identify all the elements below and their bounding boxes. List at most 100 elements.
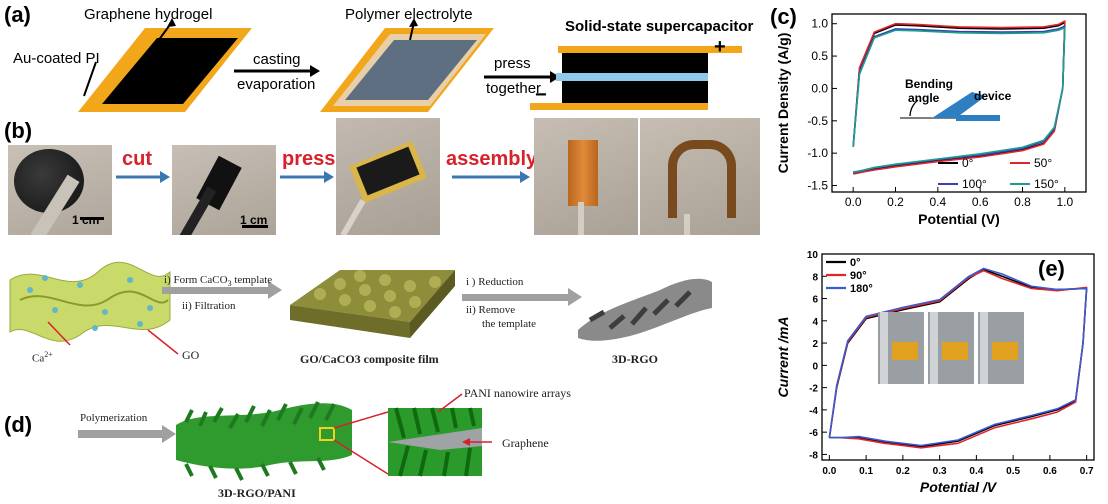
step-remove: ii) Remove — [466, 304, 516, 316]
legend-label: 0° — [962, 156, 974, 170]
x-tick-label: 0.2 — [896, 466, 910, 477]
step-form-template: i) Form CaCO3 template — [164, 274, 273, 289]
x-tick-label: 0.5 — [1006, 466, 1020, 477]
polymerization-label: Polymerization — [80, 412, 148, 424]
graphene-pointer — [149, 21, 173, 53]
top-graphene — [562, 53, 708, 75]
y-tick-label: -4 — [809, 406, 818, 417]
x-tick-label: 0.2 — [887, 195, 904, 209]
pani-nanowire-label: PANI nanowire arrays — [464, 386, 571, 400]
y-tick-label: 8 — [812, 272, 818, 283]
inset-angle-text: angle — [908, 91, 940, 105]
zoom-inset — [388, 407, 482, 477]
together-label: together — [486, 80, 542, 97]
step-filtration: ii) Filtration — [182, 300, 236, 312]
x-tick-label: 0.6 — [1043, 466, 1057, 477]
series-line — [852, 26, 1066, 173]
x-tick-label: 0.0 — [845, 195, 862, 209]
x-tick-label: 0.6 — [972, 195, 989, 209]
y-tick-label: -1.0 — [807, 146, 828, 160]
y-tick-label: 4 — [812, 317, 818, 328]
rgo-pani — [176, 401, 352, 481]
arrow-press-icon — [280, 171, 334, 183]
ca-ion-label: Ca2+ — [32, 350, 53, 365]
x-tick-label: 0.4 — [969, 466, 983, 477]
photo-hydrogel — [8, 145, 112, 235]
bending-photo — [978, 312, 1024, 384]
y-tick-label: 1.0 — [811, 17, 828, 31]
go-label: GO — [182, 348, 200, 362]
photo-cut — [172, 145, 276, 235]
ruler — [880, 312, 888, 384]
y-axis-label: Current /mA — [775, 317, 791, 398]
angle-arc-icon — [909, 99, 919, 117]
ca-pointer — [47, 321, 71, 346]
polymer-electrolyte-label: Polymer electrolyte — [345, 6, 473, 23]
x-tick-label: 1.0 — [1056, 195, 1073, 209]
photo-device-flat — [534, 118, 638, 235]
device-sample — [942, 342, 968, 360]
legend-label: 90° — [850, 270, 867, 282]
bottom-graphene — [562, 81, 708, 103]
casting-label: casting — [253, 51, 301, 68]
ruler — [980, 312, 988, 384]
step-remove-template: the template — [482, 318, 537, 330]
y-tick-label: -8 — [809, 450, 818, 461]
arrow-cut-icon — [116, 171, 170, 183]
legend-label: 50° — [1034, 156, 1052, 170]
legend-label: 150° — [1034, 177, 1059, 191]
x-tick-label: 0.4 — [929, 195, 946, 209]
graphene-d-label: Graphene — [502, 436, 549, 450]
y-tick-label: 6 — [812, 295, 818, 306]
pani-pointer — [437, 393, 463, 413]
press-step-label: press — [282, 148, 336, 170]
y-axis-label: Current Density (A/g) — [775, 33, 791, 174]
go-sheets — [9, 261, 171, 342]
au-coated-pi-label: Au-coated PI — [13, 50, 100, 67]
device-bar-icon — [932, 92, 986, 118]
y-tick-label: 10 — [807, 250, 819, 261]
scale-bar-1: 1 cm — [72, 213, 100, 227]
y-tick-label: -6 — [809, 428, 818, 439]
ruler — [930, 312, 938, 384]
x-tick-label: 0.1 — [859, 466, 873, 477]
device-label: Solid-state supercapacitor — [565, 18, 754, 35]
arrow-polymerization — [78, 430, 164, 438]
assembly-label: assembly — [446, 148, 538, 170]
panel-d-label: (d) — [4, 412, 33, 437]
panel-d-diagram — [9, 261, 712, 481]
y-tick-label: 0.0 — [811, 81, 828, 95]
y-tick-label: 0 — [812, 361, 818, 372]
panel-c-label: (c) — [770, 4, 797, 29]
bending-photo — [878, 312, 924, 384]
rgo-3d — [578, 278, 712, 341]
device-sample — [892, 342, 918, 360]
panel-a-diagram — [78, 18, 742, 112]
y-tick-label: 2 — [812, 339, 818, 350]
minus-sign: − — [535, 84, 547, 106]
arrow-reduction — [462, 294, 570, 301]
inset-bending-text: Bending — [905, 77, 953, 91]
x-tick-label: 0.8 — [1014, 195, 1031, 209]
y-tick-label: -2 — [809, 384, 818, 395]
x-tick-label: 0.3 — [933, 466, 947, 477]
legend-label: 100° — [962, 177, 987, 191]
plot-frame — [831, 13, 1087, 193]
go-pointer — [147, 329, 179, 355]
x-tick-label: 0.7 — [1080, 466, 1094, 477]
ca-ions — [27, 275, 153, 331]
x-axis-label: Potential /V — [920, 479, 998, 495]
rgo-label: 3D-RGO — [612, 352, 658, 366]
y-tick-label: -0.5 — [807, 114, 828, 128]
device-sample — [992, 342, 1018, 360]
bending-photo — [928, 312, 974, 384]
top-electrode — [558, 46, 742, 53]
series-line — [828, 269, 1088, 449]
press-label: press — [494, 55, 531, 72]
graphene-hydrogel-film — [102, 38, 238, 104]
zoom-box — [319, 427, 335, 441]
graphene-hydrogel-label: Graphene hydrogel — [84, 6, 213, 23]
